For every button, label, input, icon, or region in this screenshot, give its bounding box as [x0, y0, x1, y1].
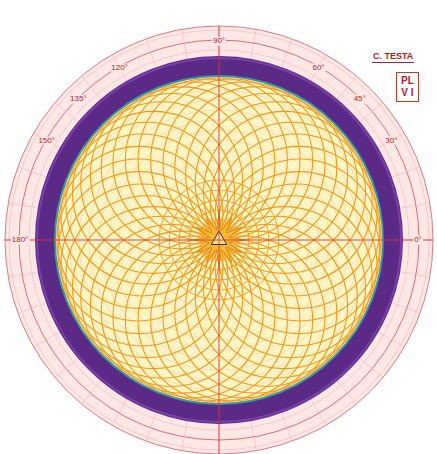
rosette-circle — [163, 82, 325, 244]
angle-label: 30° — [384, 136, 398, 145]
grid-spokes — [5, 26, 433, 454]
angle-label: 60° — [311, 63, 325, 72]
plate-box: PL V I — [396, 72, 419, 102]
rosette-circle — [204, 111, 366, 273]
angle-label: 135° — [69, 95, 88, 104]
rosette-circle — [215, 134, 377, 296]
angle-label: 150° — [37, 136, 56, 145]
paper-disc — [5, 26, 433, 454]
plate-number: PL V I — [401, 75, 414, 99]
rosette-circle — [186, 93, 348, 255]
angle-label: 0° — [413, 236, 423, 245]
angle-label: 90° — [212, 37, 226, 46]
angle-label: 120° — [110, 63, 129, 72]
rosette-circle — [195, 102, 357, 264]
axes — [5, 26, 433, 454]
axis-line — [219, 26, 220, 454]
angle-label: 45° — [353, 95, 367, 104]
angle-label: 180° — [11, 236, 30, 245]
drawing-group — [5, 26, 433, 454]
author-name: C. TESTA — [372, 52, 414, 63]
